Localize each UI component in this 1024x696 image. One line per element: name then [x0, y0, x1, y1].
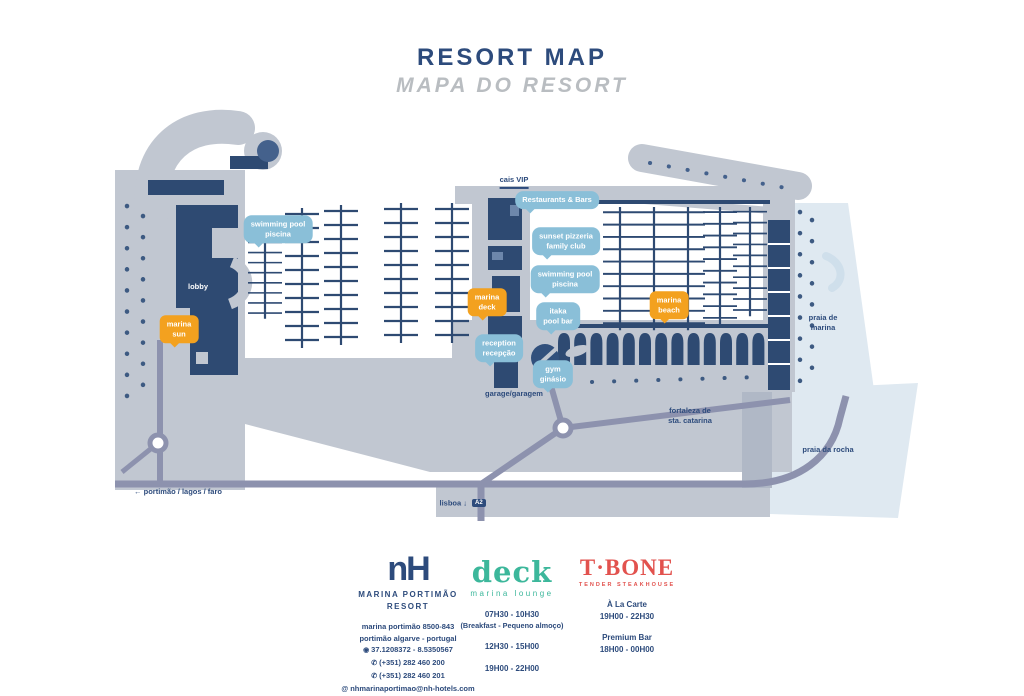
callout-itaka-pool-bar: itaka pool bar: [536, 302, 580, 330]
tbone-alacarte-label: À La Carte: [606, 600, 647, 609]
arcade-buildings: [556, 324, 772, 365]
footer-tbone: T·BONE TENDER STEAKHOUSE À La Carte 19H0…: [562, 556, 692, 655]
west-buildings: [124, 140, 279, 415]
breakwater-head: [257, 140, 279, 162]
deck-hours-lunch: 12H30 - 15H00: [484, 642, 540, 652]
nh-logo: nH: [387, 550, 430, 588]
wave-curl: [822, 252, 845, 292]
footer-deck: deck marina lounge 07H30 - 10H30 (Breakf…: [437, 558, 587, 674]
callout-gym: gym ginásio: [532, 360, 574, 388]
deck-hours-breakfast-note: (Breakfast - Pequeno almoço): [460, 620, 564, 630]
tbone-premiumbar-hours: 18H00 - 00H00: [599, 644, 655, 654]
tbone-alacarte-hours: 19H00 - 22H30: [599, 611, 655, 621]
resort-map-graphic: [115, 109, 918, 521]
nh-address-line2: portimão algarve - portugal: [359, 633, 457, 643]
nh-address-line1: marina portimão 8500-843: [361, 622, 455, 631]
nh-fax: (+351) 282 460 201: [379, 670, 445, 680]
page-subtitle: MAPA DO RESORT: [396, 74, 628, 97]
gps-icon: ◉: [363, 647, 370, 655]
deck-logo: deck: [471, 555, 553, 589]
fax-icon: ✆: [371, 672, 378, 680]
water-praia-da-rocha: [770, 383, 918, 518]
jetty-dots: [648, 161, 788, 190]
highway-badge: A2: [472, 499, 486, 507]
water-praia-de-marina: [794, 203, 874, 390]
tbone-logo: T·BONE: [579, 555, 675, 580]
nh-email: nhmarinaportimao@nh-hotels.com: [350, 683, 475, 693]
label-praia-de-marina: praia de marina: [808, 312, 838, 332]
nh-name-line2: RESORT: [386, 602, 430, 611]
nh-phone: (+351) 282 460 200: [379, 658, 445, 668]
callout-reception: reception recepção: [475, 334, 523, 362]
email-icon: @: [341, 685, 349, 693]
tbone-sublogo: TENDER STEAKHOUSE: [578, 582, 676, 588]
callout-marina-deck: marina deck: [467, 288, 507, 316]
callout-marina-beach: marina beach: [649, 291, 689, 319]
callout-swimming-pool-west: swimming pool piscina: [243, 215, 313, 243]
tbone-premiumbar-label: Premium Bar: [602, 633, 652, 643]
resort-map: swimming pool piscina Restaurants & Bars…: [0, 0, 1024, 681]
page-title: RESORT MAP: [416, 44, 607, 71]
nh-name-line1: MARINA PORTIMÃO: [358, 590, 458, 599]
label-lobby: lobby: [188, 281, 208, 291]
deck-hours: 07H30 - 10H30 (Breakfast - Pequeno almoç…: [437, 609, 587, 674]
phone-icon: ✆: [371, 660, 378, 668]
label-cais-vip: cais VIP: [499, 175, 529, 190]
callout-restaurants-bars: Restaurants & Bars: [515, 191, 599, 209]
callout-sunset-pizzeria-family-club: sunset pizzeria family club: [532, 227, 600, 255]
deck-hours-dinner: 19H00 - 22H00: [484, 663, 540, 673]
label-fortaleza: fortaleza de sta. catarina: [668, 405, 712, 425]
label-lisboa: lisboa ↓: [439, 498, 467, 508]
deck-sublogo: marina lounge: [470, 589, 554, 598]
lobby-building: [176, 205, 253, 375]
nh-gps: 37.1208372 - 8.5350567: [371, 645, 453, 655]
callout-marina-sun: marina sun: [159, 315, 199, 343]
marina-beach-building: [768, 209, 815, 391]
roundabout-west: [147, 432, 169, 454]
label-garage: garage/garagem: [485, 388, 543, 398]
callout-swimming-pool-center: swimming pool piscina: [530, 265, 600, 293]
tbone-hours: À La Carte 19H00 - 22H30 Premium Bar 18H…: [562, 599, 692, 655]
roundabout-center: [552, 417, 574, 439]
deck-hours-breakfast: 07H30 - 10H30: [484, 610, 540, 619]
label-praia-da-rocha: praia da rocha: [802, 444, 854, 454]
label-road-west: ← portimão / lagos / faro: [134, 486, 222, 496]
